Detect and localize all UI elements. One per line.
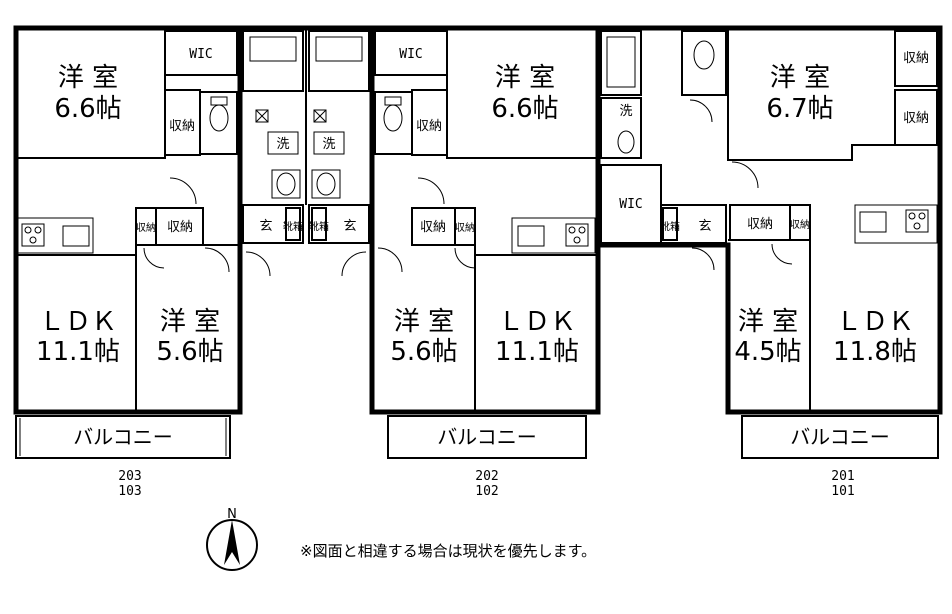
closet-middle-3: 収納 [455, 221, 475, 234]
room-size-middle-bedroom-top: 6.6帖 [491, 94, 558, 124]
room-label-left-ldk: ＬＤＫ [39, 307, 117, 337]
closet-right-4: 収納 [790, 218, 810, 231]
unit-number-middle-upper: 202 [475, 469, 498, 484]
unit-number-middle-lower: 102 [475, 484, 498, 499]
room-size-middle-ldk: 11.1帖 [495, 337, 579, 367]
compass-label: N [227, 507, 237, 522]
room-size-right-bedroom-top: 6.7帖 [766, 94, 833, 124]
entrance-left: 玄 [259, 219, 272, 234]
closet-right-3: 収納 [747, 217, 773, 232]
unit-middle [369, 25, 601, 459]
entrance-right: 玄 [698, 219, 711, 234]
wash-right: 洗 [619, 104, 632, 119]
room-label-right-ldk: ＬＤＫ [836, 307, 914, 337]
shoe-left: 靴箱 [283, 220, 303, 233]
room-label-middle-ldk: ＬＤＫ [498, 307, 576, 337]
room-label-right-bedroom-top: 洋 室 [770, 63, 830, 93]
wic-left: WIC [189, 47, 212, 62]
room-label-right-bedroom-bottom: 洋 室 [738, 307, 798, 337]
closet-left-3: 収納 [167, 220, 193, 235]
room-label-left-bedroom-top: 洋 室 [58, 63, 118, 93]
closet-right-1: 収納 [903, 51, 929, 66]
room-size-right-ldk: 11.8帖 [833, 337, 917, 367]
north-arrow-icon: N [206, 507, 258, 571]
closet-left-1: 収納 [169, 119, 195, 134]
balcony-right: バルコニー [790, 425, 890, 449]
room-size-left-bedroom-bottom: 5.6帖 [156, 337, 223, 367]
wash-middle: 洗 [322, 137, 335, 152]
balcony-middle: バルコニー [437, 425, 537, 449]
closet-left-2: 収納 [136, 221, 156, 234]
room-label-middle-bedroom-top: 洋 室 [495, 63, 555, 93]
balcony-left: バルコニー [73, 425, 173, 449]
room-size-left-ldk: 11.1帖 [36, 337, 120, 367]
wic-right: WIC [619, 197, 642, 212]
closet-middle-2: 収納 [420, 220, 446, 235]
unit-left [13, 25, 243, 459]
unit-number-left-lower: 103 [118, 484, 141, 499]
wic-middle: WIC [399, 47, 422, 62]
shoe-right: 靴箱 [660, 220, 680, 233]
closet-right-2: 収納 [903, 111, 929, 126]
entrance-middle: 玄 [343, 219, 356, 234]
shoe-middle: 靴箱 [309, 220, 329, 233]
wash-left: 洗 [276, 137, 289, 152]
room-label-middle-bedroom-bottom: 洋 室 [394, 307, 454, 337]
closet-middle-1: 収納 [416, 119, 442, 134]
unit-number-right-upper: 201 [831, 469, 854, 484]
room-label-left-bedroom-bottom: 洋 室 [160, 307, 220, 337]
room-size-right-bedroom-bottom: 4.5帖 [734, 337, 801, 367]
unit-number-right-lower: 101 [831, 484, 854, 499]
unit-number-left-upper: 203 [118, 469, 141, 484]
room-size-middle-bedroom-bottom: 5.6帖 [390, 337, 457, 367]
room-size-left-bedroom-top: 6.6帖 [54, 94, 121, 124]
disclaimer-note: ※図面と相違する場合は現状を優先します。 [300, 542, 596, 560]
shared-core-left [237, 25, 375, 277]
unit-right [595, 25, 943, 459]
